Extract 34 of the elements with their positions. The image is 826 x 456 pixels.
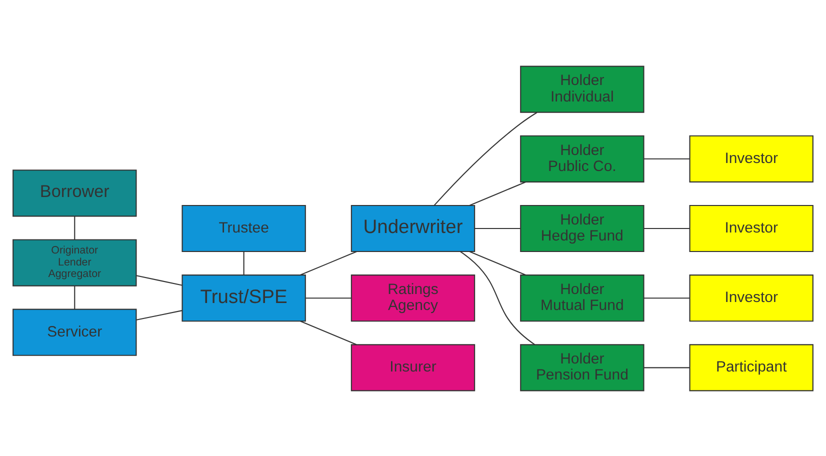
connector — [644, 227, 690, 229]
node-box: Trustee — [182, 204, 306, 252]
node-box: Borrower — [12, 169, 137, 216]
node-box: Holder Hedge Fund — [520, 204, 644, 252]
connector — [460, 250, 536, 345]
node-box: Participant — [689, 344, 814, 391]
node-box: Investor — [689, 274, 814, 322]
connector — [74, 216, 76, 240]
connector — [469, 180, 526, 206]
connector — [74, 286, 76, 309]
node-box: Holder Public Co. — [520, 134, 644, 182]
connector — [136, 274, 182, 286]
node-box: Originator Lender Aggregator — [12, 238, 137, 286]
connector — [300, 320, 357, 345]
connector — [306, 297, 352, 298]
node-box: Holder Mutual Fund — [520, 274, 644, 322]
node-box: Holder Pension Fund — [520, 344, 644, 391]
node-box: Investor — [689, 204, 814, 252]
connector — [644, 158, 690, 159]
connector — [644, 366, 690, 368]
connector — [644, 297, 690, 298]
connector — [474, 227, 520, 229]
node-box: Underwriter — [350, 204, 476, 252]
node-box: Investor — [689, 134, 814, 182]
node-box: Trust/SPE — [182, 274, 306, 322]
connector — [300, 250, 357, 275]
connector — [243, 251, 244, 274]
connector — [434, 112, 538, 206]
node-box: Insurer — [350, 344, 476, 391]
connector — [469, 250, 526, 276]
node-box: Holder Individual — [520, 65, 644, 112]
connector — [136, 310, 182, 320]
node-box: Servicer — [12, 308, 137, 356]
node-box: Ratings Agency — [350, 274, 476, 322]
